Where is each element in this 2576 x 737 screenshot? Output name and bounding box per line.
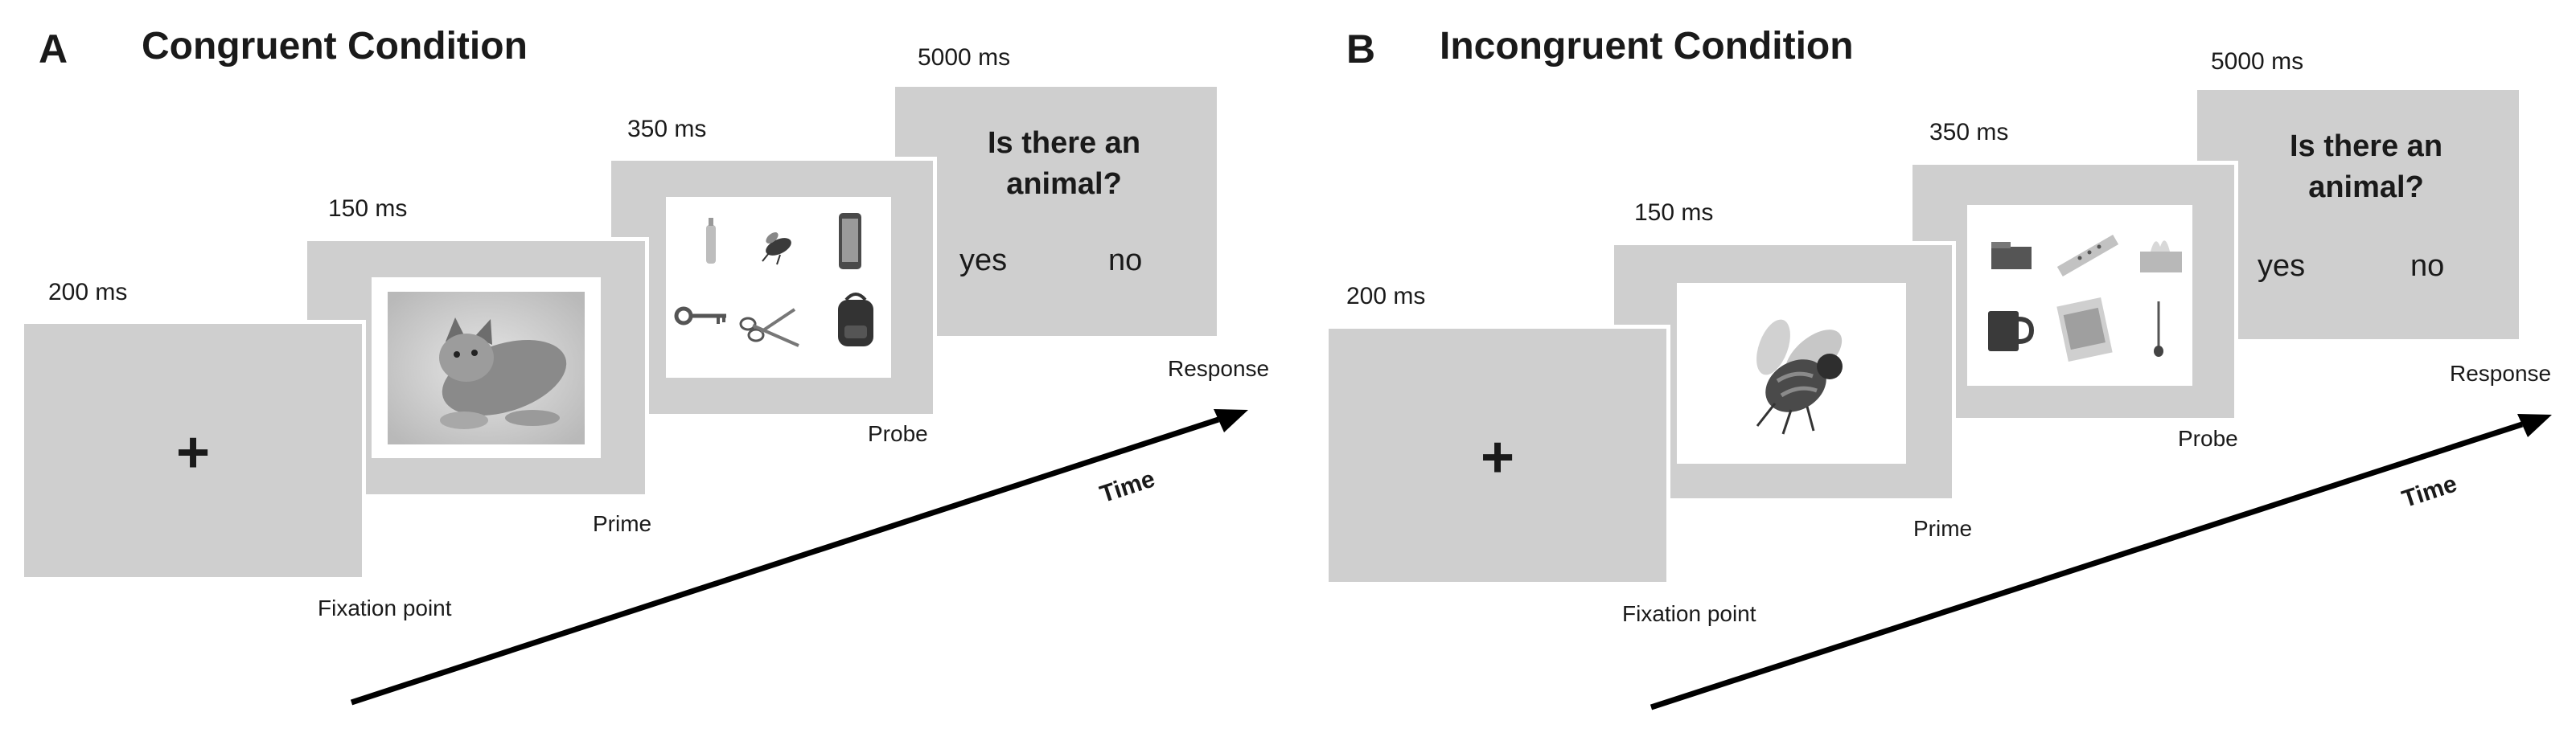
time-arrow — [350, 409, 1248, 706]
time-arrow — [1650, 414, 2552, 710]
panel-letter: A — [39, 27, 68, 72]
tissue-box-icon — [2140, 240, 2182, 272]
scissors-icon — [739, 308, 799, 347]
wallet-icon — [1991, 242, 2032, 269]
prime-duration: 150 ms — [1634, 199, 1714, 226]
probe-duration: 350 ms — [627, 116, 707, 142]
probe-screen — [1908, 161, 2238, 422]
panel-title: Congruent Condition — [142, 25, 528, 68]
fly-icon — [762, 232, 791, 265]
panel-title: Incongruent Condition — [1440, 25, 1854, 68]
backpack-icon — [838, 293, 873, 346]
panel-congruent: A Congruent Condition 5000 ms Is there a… — [0, 0, 1287, 737]
probe-label: Probe — [2178, 426, 2238, 451]
spoon-icon — [2154, 301, 2163, 357]
fixation-screen: + — [1325, 325, 1670, 586]
probe-label: Probe — [868, 421, 928, 446]
response-duration: 5000 ms — [2211, 48, 2304, 75]
prime-duration: 150 ms — [328, 195, 408, 222]
panel-incongruent: B Incongruent Condition 5000 ms Is there… — [1299, 0, 2576, 737]
prime-image-frame — [372, 277, 601, 458]
fixation-label: Fixation point — [1622, 601, 1756, 626]
response-question: Is there an animal? — [987, 126, 1141, 202]
prime-image-frame — [1677, 283, 1906, 464]
response-screen: Is there an animal? yes no — [2193, 86, 2523, 343]
probe-screen — [607, 157, 937, 418]
panel-letter: B — [1346, 27, 1376, 72]
fixation-label: Fixation point — [318, 596, 452, 620]
fixation-screen: + — [20, 320, 366, 581]
response-question: Is there an animal? — [2289, 129, 2443, 205]
response-duration: 5000 ms — [918, 44, 1011, 71]
response-screen: Is there an animal? yes no — [891, 83, 1221, 340]
answer-yes: yes — [959, 244, 1008, 277]
fixation-cross: + — [175, 420, 211, 485]
flute-icon — [2056, 234, 2119, 277]
phone-icon — [839, 213, 861, 269]
fixation-duration: 200 ms — [48, 279, 128, 305]
tray-icon — [2056, 297, 2113, 362]
response-label: Response — [1168, 356, 1270, 381]
mug-icon — [1988, 311, 2035, 351]
prime-label: Prime — [1913, 516, 1973, 541]
answer-no: no — [1108, 244, 1143, 277]
probe-image-array — [1967, 205, 2192, 386]
fixation-cross: + — [1480, 425, 1515, 489]
response-label: Response — [2450, 361, 2552, 386]
probe-image-array — [666, 197, 891, 378]
fixation-duration: 200 ms — [1346, 283, 1426, 309]
answer-yes: yes — [2258, 249, 2306, 283]
key-icon — [674, 306, 726, 326]
prime-label: Prime — [593, 511, 652, 536]
bee-icon — [1756, 319, 1843, 435]
probe-duration: 350 ms — [1929, 119, 2009, 145]
cat-icon — [388, 292, 585, 444]
bottle-icon — [706, 218, 716, 264]
answer-no: no — [2410, 249, 2445, 283]
